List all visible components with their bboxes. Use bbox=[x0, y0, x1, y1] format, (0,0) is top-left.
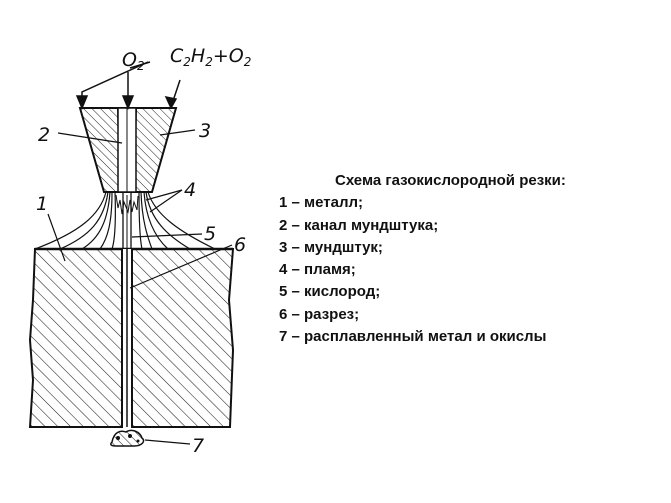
part-number-6: 6 bbox=[234, 234, 246, 256]
legend-item-oxygen: 5 – кислород; bbox=[279, 283, 381, 301]
mixture-label: C2H2+O2 bbox=[170, 45, 251, 69]
legend-item-nozzle-channel: 2 – канал мундштука; bbox=[279, 216, 439, 234]
legend-item-kerf: 6 – разрез; bbox=[279, 305, 360, 323]
legend-title: Схема газокислородной резки: bbox=[335, 172, 566, 189]
part-number-1: 1 bbox=[36, 193, 48, 215]
legend-caption: Схема газокислородной резки: 1 – металл;… bbox=[279, 170, 664, 348]
nozzle-channel bbox=[117, 107, 137, 193]
gas-arrows bbox=[75, 61, 181, 110]
part-number-3: 3 bbox=[199, 120, 211, 142]
legend-item-nozzle: 3 – мундштук; bbox=[279, 238, 383, 256]
nozzle bbox=[78, 107, 178, 193]
part-number-4: 4 bbox=[184, 179, 196, 201]
legend-item-metal: 1 – металл; bbox=[279, 194, 364, 212]
legend-item-flame: 4 – пламя; bbox=[279, 261, 356, 279]
oxygen-label: O2 bbox=[122, 49, 145, 73]
part-number-2: 2 bbox=[38, 124, 50, 146]
part-number-7: 7 bbox=[192, 435, 204, 457]
legend-item-molten-metal: 7 – расплавленный метал и окислы bbox=[279, 328, 547, 346]
kerf bbox=[121, 249, 133, 427]
leader-lines bbox=[47, 129, 233, 445]
molten-slag bbox=[110, 429, 145, 447]
part-number-5: 5 bbox=[204, 223, 216, 245]
oxygen-jet bbox=[115, 192, 139, 249]
